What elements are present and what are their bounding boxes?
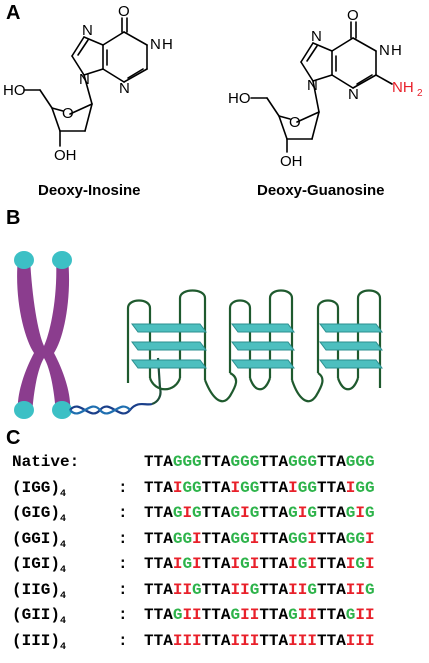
atom-nh-h: H	[162, 36, 173, 53]
sequence-label-subscript: 4	[60, 514, 67, 526]
sequence-text: TTAGGGTTAGGGTTAGGGTTAGGG	[144, 453, 375, 471]
panel-label-c: C	[6, 427, 21, 449]
atom-nh2-subscript: 2	[417, 88, 423, 99]
panel-a-structures: O N H N N N O HO OH O	[3, 3, 423, 170]
atom-o-carbonyl: O	[347, 7, 359, 24]
deoxy-guanosine-name: Deoxy-Guanosine	[257, 182, 385, 199]
deoxy-inosine-name: Deoxy-Inosine	[38, 182, 141, 199]
sequence-label: (IGG)4	[12, 479, 118, 500]
atom-n7: N	[82, 22, 93, 39]
sequence-row: (III)4: TTAIIITTAIIITTAIIITTAIII	[12, 632, 375, 654]
atom-n3: N	[348, 86, 359, 103]
sequence-text: TTAIIITTAIIITTAIIITTAIII	[144, 631, 375, 650]
sequence-row: (IIG)4: TTAIIGTTAIIGTTAIIGTTAIIG	[12, 581, 375, 603]
sequence-row: (IGG)4: TTAIGGTTAIGGTTAIGGTTAIGG	[12, 479, 375, 501]
atom-nh-n: N	[379, 42, 390, 59]
deoxy-guanosine-atom-labels: O N H N N N NH 2 O HO OH	[228, 7, 423, 170]
atom-n9: N	[79, 71, 90, 88]
sequence-text: TTAIIGTTAIIGTTAIIGTTAIIG	[144, 580, 375, 599]
sequence-colon: :	[118, 631, 128, 650]
atom-ho: HO	[3, 82, 26, 99]
sequence-label-text: (IGI)	[12, 555, 61, 573]
atom-o-carbonyl: O	[118, 3, 130, 20]
sequence-label: (IGI)4	[12, 555, 118, 576]
sequence-row: (GGI)4: TTAGGITTAGGITTAGGITTAGGI	[12, 530, 375, 552]
deoxy-inosine-structure	[23, 17, 148, 147]
atom-nh-n: N	[150, 36, 161, 53]
sequence-label-text: Native:	[12, 453, 80, 471]
telomere-cap	[52, 251, 72, 269]
sequence-label-subscript: 4	[60, 616, 67, 628]
sequence-label: (GII)4	[12, 606, 118, 627]
sequence-colon: :	[118, 529, 128, 548]
sequence-label: (GGI)4	[12, 530, 118, 551]
atom-o-ring: O	[289, 114, 301, 131]
sequence-colon: :	[118, 580, 128, 599]
panel-b-illustration	[14, 251, 383, 419]
sequence-label-subscript: 4	[60, 488, 67, 500]
sequence-text: TTAIGGTTAIGGTTAIGGTTAIGG	[144, 478, 375, 497]
sequence-row: (IGI)4: TTAIGITTAIGITTAIGITTAIGI	[12, 555, 375, 577]
sequence-row: (GII)4: TTAGIITTAGIITTAGIITTAGII	[12, 606, 375, 628]
panel-label-a: A	[6, 2, 21, 24]
atom-ho: HO	[228, 90, 251, 107]
sequence-label-text: (GII)	[12, 606, 61, 624]
sequence-label-text: (GGI)	[12, 529, 61, 548]
sequence-label: Native:	[12, 453, 118, 471]
sequence-label: (IIG)4	[12, 581, 118, 602]
sequence-text: TTAGIGTTAGIGTTAGIGTTAGIG	[144, 504, 375, 522]
sequence-label-text: (IIG)	[12, 580, 61, 599]
sequence-label-text: (IGG)	[12, 478, 61, 497]
atom-nh2: NH	[392, 79, 414, 96]
sequence-label-text: (GIG)	[12, 504, 61, 522]
linker-1	[203, 372, 238, 403]
sequence-colon: :	[118, 606, 128, 624]
chromosome	[14, 251, 72, 419]
telomere-cap	[52, 401, 72, 419]
sequence-label: (GIG)4	[12, 504, 118, 525]
sequence-colon: :	[118, 504, 128, 522]
sequence-text: TTAGGITTAGGITTAGGITTAGGI	[144, 529, 375, 548]
atom-n3: N	[119, 80, 130, 97]
atom-oh: OH	[54, 147, 77, 164]
sequence-colon: :	[118, 555, 128, 573]
linker-2	[290, 372, 324, 403]
sequence-label-subscript: 4	[60, 641, 67, 653]
deoxy-guanosine-structure	[250, 21, 393, 153]
sequence-row: (GIG)4: TTAGIGTTAGIGTTAGIGTTAGIG	[12, 504, 375, 526]
sequence-text: TTAIGITTAIGITTAIGITTAIGI	[144, 555, 375, 573]
sequence-label-subscript: 4	[60, 565, 67, 577]
sequence-label-text: (III)	[12, 631, 61, 650]
sequence-colon: :	[118, 478, 128, 497]
atom-n9: N	[307, 77, 318, 94]
sequence-row: Native: TTAGGGTTAGGGTTAGGGTTAGGG	[12, 453, 375, 475]
sequence-label-subscript: 4	[60, 590, 67, 602]
g-quadruplex-3	[316, 289, 383, 391]
sequence-label-subscript: 4	[60, 539, 67, 551]
g-quadruplex-2	[228, 289, 295, 391]
atom-oh: OH	[280, 153, 303, 170]
telomere-cap	[14, 401, 34, 419]
deoxy-inosine-atom-labels: O N H N N N O HO OH	[3, 3, 173, 164]
panel-label-b: B	[6, 207, 21, 229]
sequence-text: TTAGIITTAGIITTAGIITTAGII	[144, 606, 375, 624]
atom-o-ring: O	[62, 105, 74, 122]
sequence-label: (III)4	[12, 632, 118, 653]
atom-n7: N	[311, 28, 322, 45]
g-quadruplex-1	[126, 289, 207, 391]
telomere-cap	[14, 251, 34, 269]
atom-nh-h: H	[391, 42, 402, 59]
